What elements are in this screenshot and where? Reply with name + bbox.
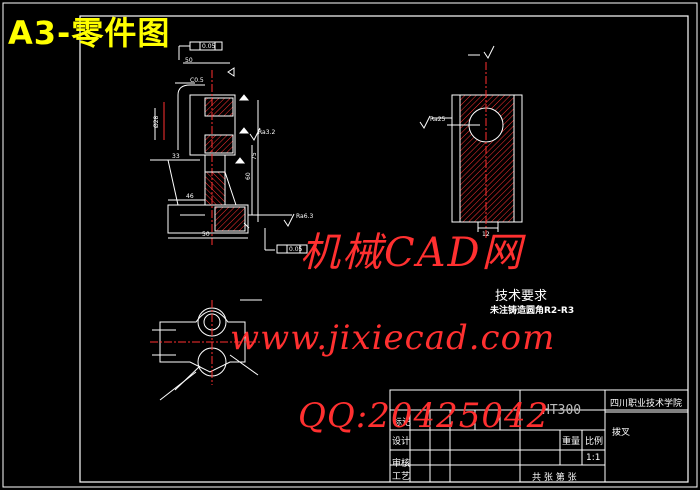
dim-50: 50 bbox=[202, 231, 210, 238]
chamfer-label: C0.5 bbox=[190, 77, 204, 84]
dim-75: 75 bbox=[251, 152, 258, 160]
mark-label: 标记 bbox=[393, 418, 412, 428]
front-view bbox=[150, 41, 308, 254]
inner-frame bbox=[79, 15, 689, 483]
weight-heading: 重量 bbox=[562, 437, 581, 447]
watermark-url: www.jixiecad.com bbox=[230, 318, 556, 358]
dim-46: 46 bbox=[186, 193, 194, 200]
bottom-view bbox=[150, 299, 262, 401]
dim-60: 60 bbox=[245, 172, 252, 180]
design-label: 设计 bbox=[392, 437, 411, 447]
dim-33: 33 bbox=[172, 153, 180, 160]
title-block-grid bbox=[389, 389, 689, 483]
drawing-name: 拨叉 bbox=[612, 428, 631, 438]
review-label: 审核 bbox=[392, 459, 411, 469]
school-name: 四川职业技术学院 bbox=[610, 399, 683, 409]
ratio-value: 1:1 bbox=[586, 453, 601, 463]
technical-requirements-heading: 技术要求 bbox=[495, 289, 548, 304]
process-label: 工艺 bbox=[392, 472, 411, 482]
sheet-count: 共 张 第 张 bbox=[532, 473, 577, 483]
watermark-site-name: 机械CAD网 bbox=[300, 230, 524, 276]
watermark-qq: QQ:20425042 bbox=[298, 396, 550, 436]
sheet-title: A3-零件图 bbox=[8, 14, 171, 52]
ratio-heading: 比例 bbox=[585, 437, 604, 447]
roughness-ra63: Ra6.3 bbox=[296, 213, 313, 220]
roughness-ra25: Ra25 bbox=[430, 116, 446, 123]
material-label: HT300 bbox=[542, 403, 582, 418]
technical-requirements-note: 未注铸造圆角R2-R3 bbox=[490, 306, 575, 316]
tolerance-bottom: 0.05 bbox=[289, 246, 303, 253]
tolerance-top: 0.05 bbox=[202, 43, 216, 50]
dim-top-width: 50 bbox=[185, 57, 193, 64]
dim-12: 12 bbox=[482, 231, 490, 238]
roughness-ra32: Ra3.2 bbox=[258, 129, 275, 136]
dim-diameter: Ø28 bbox=[153, 115, 160, 128]
side-view bbox=[419, 45, 523, 240]
